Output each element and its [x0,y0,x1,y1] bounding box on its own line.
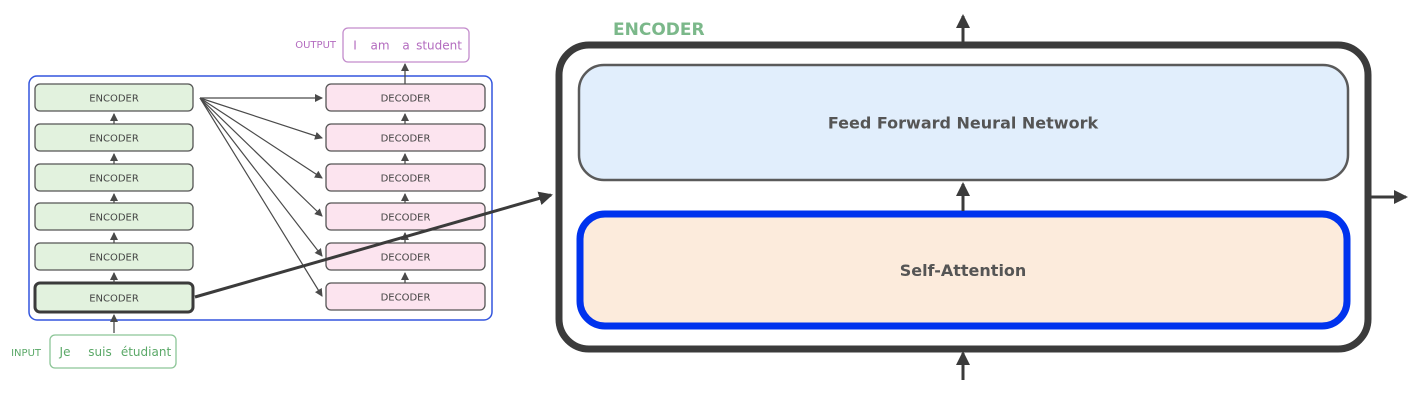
decoder-block-label: DECODER [381,253,431,264]
input-word: Je [59,345,71,359]
input-words: Je suis étudiant [59,345,172,359]
decoder-block-2[interactable]: DECODER [325,123,486,152]
decoder-stack: DECODER DECODER DECODER DECODER DECODER … [325,83,486,311]
output-label: OUTPUT [295,40,337,51]
encoder-block-3[interactable]: ENCODER [34,163,194,192]
output-word: student [416,39,462,53]
feed-forward-label: Feed Forward Neural Network [828,114,1099,133]
output-word: a [402,39,409,53]
encoder-block-label: ENCODER [89,253,139,264]
output-word: am [370,39,389,53]
encoder-block-label: ENCODER [89,294,139,305]
encoder-block-4[interactable]: ENCODER [34,202,194,231]
encoder-block-label: ENCODER [89,134,139,145]
output-word: I [353,39,357,53]
decoder-block-4[interactable]: DECODER [325,202,486,231]
encoder-block-1[interactable]: ENCODER [34,83,194,112]
encoder-block-2[interactable]: ENCODER [34,123,194,152]
decoder-block-label: DECODER [381,213,431,224]
decoder-block-label: DECODER [381,134,431,145]
encoder-detail-arrows [956,14,1408,380]
input-box [49,334,177,369]
decoder-block-3[interactable]: DECODER [325,163,486,192]
input-word: étudiant [121,345,172,359]
decoder-block-1[interactable]: DECODER [325,83,486,112]
encoder-stack: ENCODER ENCODER ENCODER ENCODER ENCODER … [33,83,195,314]
zoom-connector-arrow [194,191,553,299]
decoder-block-label: DECODER [381,174,431,185]
decoder-block-6[interactable]: DECODER [325,282,486,311]
encoder-block-label: ENCODER [89,174,139,185]
decoder-block-5[interactable]: DECODER [325,242,486,271]
input-label: INPUT [11,348,42,359]
encoder-block-6-highlighted[interactable]: ENCODER [33,281,195,314]
encoder-block-5[interactable]: ENCODER [34,242,194,271]
encoder-detail-title: ENCODER [613,20,705,40]
encoder-block-label: ENCODER [89,94,139,105]
self-attention-block[interactable]: Self-Attention [576,210,1351,330]
encoder-to-decoder-arrows [199,94,323,297]
feed-forward-block[interactable]: Feed Forward Neural Network [577,63,1350,182]
encoder-decoder-stack-frame [28,75,493,321]
output-words: I am a student [353,39,462,53]
self-attention-label: Self-Attention [900,261,1027,280]
output-box [342,27,470,63]
decoder-block-label: DECODER [381,293,431,304]
input-word: suis [88,345,111,359]
encoder-block-label: ENCODER [89,213,139,224]
decoder-block-label: DECODER [381,94,431,105]
